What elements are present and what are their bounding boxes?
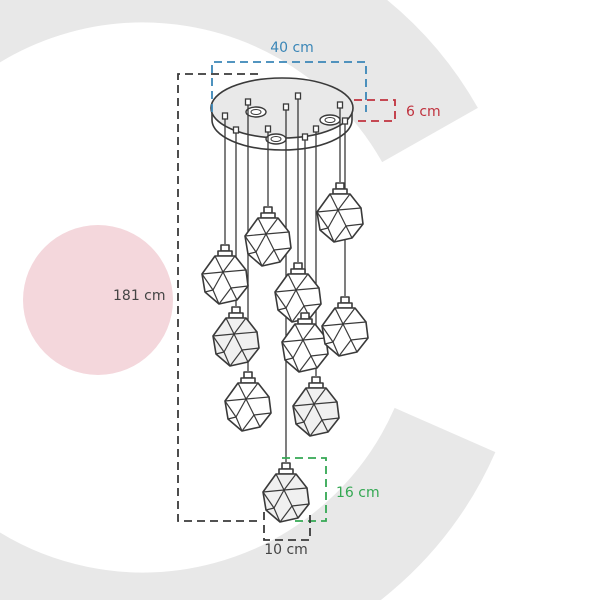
- pendant-shade: [244, 206, 292, 267]
- pendant-shade: [281, 312, 329, 373]
- canopy: [210, 77, 354, 151]
- pendant-shade: [316, 182, 364, 243]
- cord-clip: [244, 98, 252, 106]
- pendant-group: [201, 182, 369, 523]
- cord-clip: [336, 101, 344, 109]
- pendant-shade: [292, 376, 340, 437]
- dim-canopy-height-label: 6 cm: [406, 104, 441, 120]
- pendant-shade: [274, 262, 322, 323]
- watermark-circle: [23, 225, 173, 375]
- pendant-shade: [224, 371, 272, 432]
- pendant-shade: [262, 462, 310, 523]
- dim-pendant-width-label: 10 cm: [264, 542, 308, 558]
- dim-pendant-height-label: 16 cm: [336, 485, 380, 501]
- dimension-lines: [177, 61, 396, 541]
- dim-total-height-label: 181 cm: [113, 288, 166, 304]
- dim-total-height-line: [177, 73, 262, 522]
- dim-pendant-width-line: [263, 512, 311, 541]
- dim-width-top-label: 40 cm: [270, 40, 314, 56]
- dim-width-top-line: [211, 61, 367, 112]
- cord-clip: [301, 133, 309, 141]
- pendant-shade: [201, 244, 249, 305]
- cord-clip: [221, 112, 229, 120]
- pendant-shade: [212, 306, 260, 367]
- dim-canopy-height-line: [354, 99, 396, 122]
- cord-clip: [264, 125, 272, 133]
- cord-clip: [341, 117, 349, 125]
- dim-pendant-height-line: [282, 457, 327, 522]
- cord-clip: [294, 92, 302, 100]
- cord-clip: [282, 103, 290, 111]
- cord-clip: [312, 125, 320, 133]
- cord-clip: [232, 126, 240, 134]
- pendant-shade: [321, 296, 369, 357]
